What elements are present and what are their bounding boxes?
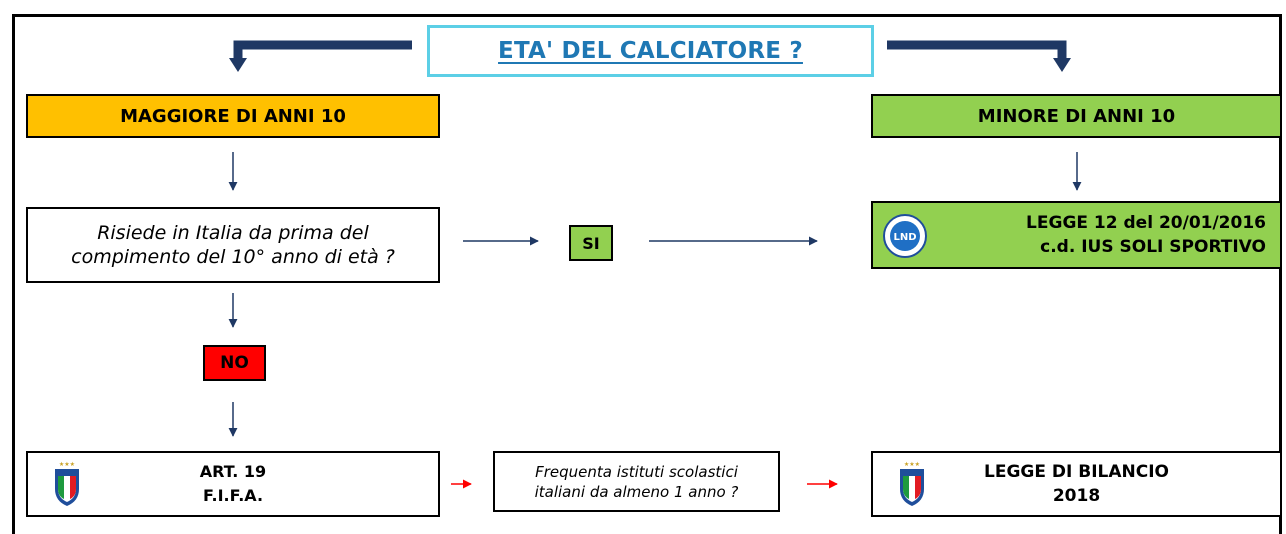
elbow-arrow-right — [887, 40, 1071, 72]
school-question-box: Frequenta istituti scolastici italiani d… — [493, 451, 780, 512]
school-question-line1: Frequenta istituti scolastici — [535, 462, 738, 481]
art-line1: ART. 19 — [199, 462, 267, 481]
no-label: NO — [220, 353, 249, 373]
younger-than-10-box: MINORE DI ANNI 10 — [871, 94, 1282, 138]
residence-question-line1: Risiede in Italia da prima del — [97, 222, 369, 244]
residence-question-box: Risiede in Italia da prima del compiment… — [26, 207, 440, 283]
art-line2: F.I.F.A. — [202, 486, 264, 505]
younger-than-10-label: MINORE DI ANNI 10 — [977, 105, 1176, 127]
svg-text:★★★: ★★★ — [904, 461, 920, 468]
lnd-logo-icon: LND — [883, 214, 927, 258]
law-line2: c.d. IUS SOLI SPORTIVO — [1040, 237, 1266, 257]
title-box: ETA' DEL CALCIATORE ? — [427, 25, 874, 77]
no-box: NO — [203, 345, 266, 381]
art19-fifa-box: ART. 19 F.I.F.A. — [26, 451, 440, 517]
elbow-arrow-left — [229, 40, 412, 72]
law-line1: LEGGE 12 del 20/01/2016 — [1026, 213, 1266, 233]
page-title: ETA' DEL CALCIATORE ? — [498, 38, 803, 64]
residence-question-line2: compimento del 10° anno di età ? — [71, 246, 395, 268]
yes-box: SI — [569, 225, 613, 261]
figc-shield-icon: ★★★ — [55, 461, 79, 506]
budget-law-box: LEGGE DI BILANCIO 2018 — [871, 451, 1282, 517]
figc-shield-icon-2: ★★★ — [900, 461, 924, 506]
lnd-logo-text: LND — [893, 232, 916, 243]
budget-law-line2: 2018 — [1052, 486, 1101, 506]
older-than-10-box: MAGGIORE DI ANNI 10 — [26, 94, 440, 138]
outer-frame — [12, 14, 1282, 534]
svg-text:★★★: ★★★ — [59, 461, 75, 468]
budget-law-line1: LEGGE DI BILANCIO — [984, 462, 1169, 482]
yes-label: SI — [582, 233, 600, 253]
ius-soli-law-box: LEGGE 12 del 20/01/2016 c.d. IUS SOLI SP… — [871, 201, 1282, 269]
school-question-line2: italiani da almeno 1 anno ? — [534, 482, 739, 501]
older-than-10-label: MAGGIORE DI ANNI 10 — [120, 105, 346, 127]
